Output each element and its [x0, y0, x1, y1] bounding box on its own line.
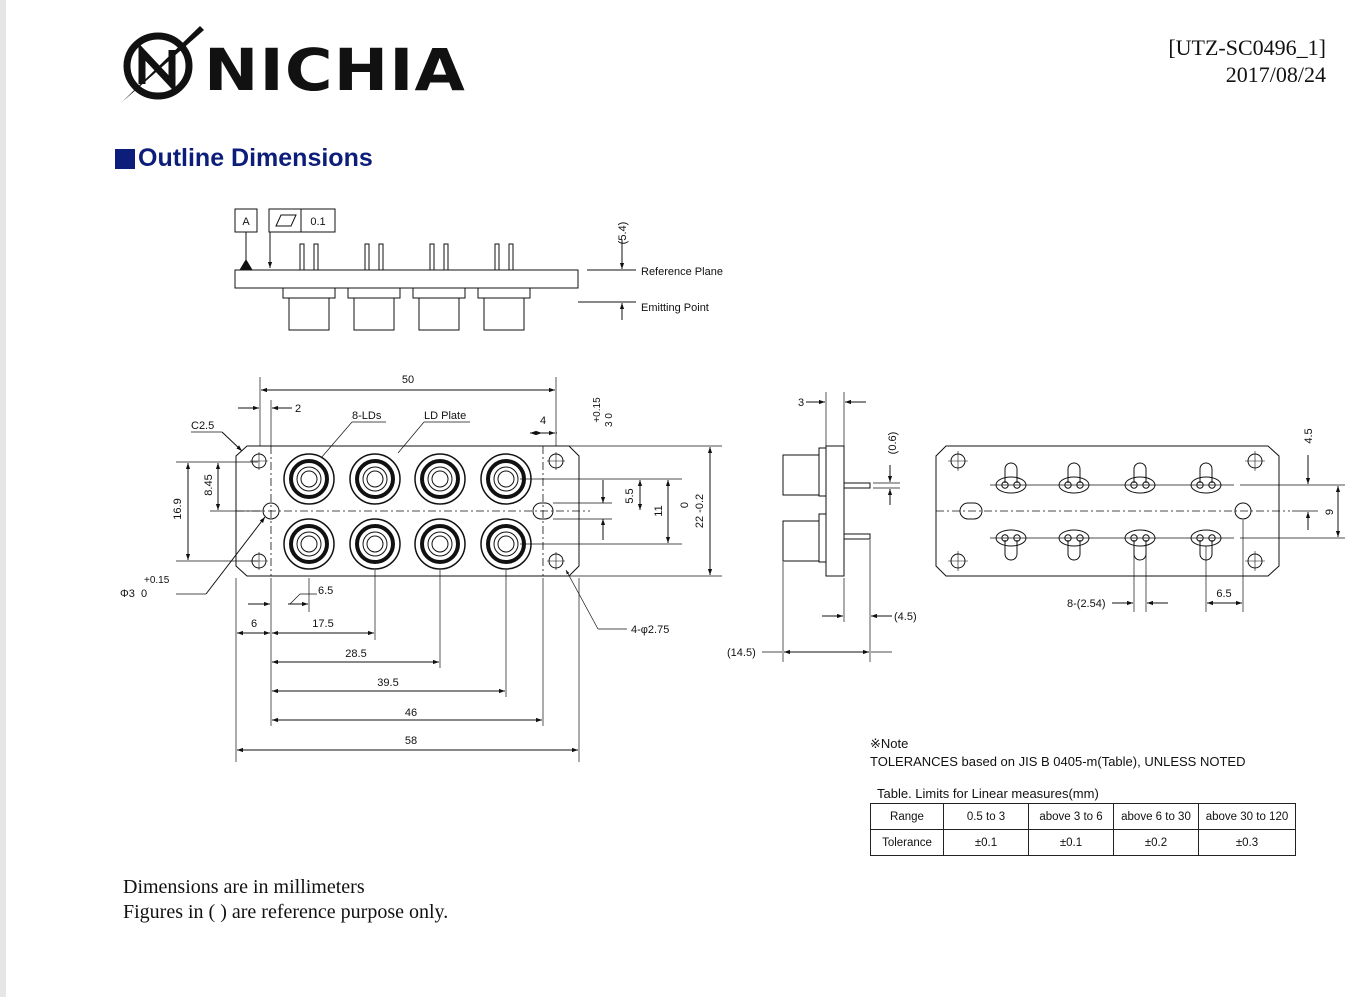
flatness-frame [268, 208, 336, 233]
end-view: 3 (0.6) (4.5) (14.5) [727, 392, 917, 662]
table-row: Range 0.5 to 3 above 3 to 6 above 6 to 3… [870, 803, 1296, 830]
label-reference-plane: Reference Plane [641, 266, 723, 278]
tolerance-table-title: Table. Limits for Linear measures(mm) [877, 786, 1099, 801]
dim-end-3: 3 [798, 397, 804, 409]
dim-2: 2 [295, 403, 301, 415]
mounting-holes [250, 452, 565, 570]
table-cell: ±0.2 [1113, 829, 1199, 856]
tolerance-note: ※Note TOLERANCES based on JIS B 0405-m(T… [870, 735, 1245, 771]
section-title: Outline Dimensions [115, 144, 373, 173]
dim-46: 46 [405, 707, 417, 719]
dim-22-lower: 22 -0.2 [694, 494, 706, 528]
document-id: [UTZ-SC0496_1] [1168, 35, 1326, 60]
datum-a-label: A [242, 216, 250, 228]
dim-17-5: 17.5 [312, 618, 333, 630]
label-c25: C2.5 [191, 420, 214, 432]
dim-39-5: 39.5 [377, 677, 398, 689]
label-ld-plate: LD Plate [424, 410, 466, 422]
document-header: [UTZ-SC0496_1] 2017/08/24 [1168, 34, 1326, 88]
note-line: TOLERANCES based on JIS B 0405-m(Table),… [870, 754, 1246, 769]
dim-phi-tol: +0.15 [144, 575, 170, 586]
table-cell: above 30 to 120 [1198, 803, 1296, 830]
table-header-tolerance: Tolerance [870, 829, 944, 856]
table-cell: ±0.1 [1028, 829, 1114, 856]
table-cell: 0.5 to 3 [943, 803, 1029, 830]
datum-triangle [239, 259, 253, 271]
end-plate [825, 445, 845, 577]
back-plate-outline [935, 445, 1280, 577]
footer-notes: Dimensions are in millimeters Figures in… [123, 875, 448, 925]
dim-5-5: 5.5 [624, 488, 636, 503]
laser-diodes [283, 453, 532, 570]
logo-emblem-ring [123, 32, 193, 100]
side-pins [299, 243, 514, 271]
page-left-edge [0, 0, 6, 997]
tolerance-table: Range 0.5 to 3 above 3 to 6 above 6 to 3… [870, 803, 1296, 856]
back-pins [995, 462, 1222, 561]
dim-58: 58 [405, 735, 417, 747]
dim-16-9: 16.9 [172, 498, 184, 519]
section-bullet [115, 148, 135, 169]
back-holes [948, 451, 1265, 571]
back-view: 4.5 9 8-(2.54) 6.5 [935, 428, 1345, 612]
logo-emblem-bolt [122, 26, 204, 102]
label-emitting-point: Emitting Point [641, 302, 709, 314]
table-cell: ±0.1 [943, 829, 1029, 856]
table-cell: above 6 to 30 [1113, 803, 1199, 830]
flatness-value: 0.1 [310, 216, 325, 228]
dim-22-upper: 0 [679, 502, 691, 508]
dim-end-14-5: (14.5) [727, 647, 756, 659]
dim-back-pitch: 8-(2.54) [1067, 598, 1106, 610]
dim-6-5: 6.5 [318, 585, 333, 597]
side-plate [234, 269, 579, 289]
dim-phi3: Φ3 0 [120, 588, 147, 600]
table-cell: above 3 to 6 [1028, 803, 1114, 830]
side-caps [282, 287, 531, 331]
dim-back-9: 9 [1324, 509, 1336, 515]
dim-back-4-5: 4.5 [1303, 428, 1315, 443]
document-date: 2017/08/24 [1225, 62, 1326, 87]
dim-50: 50 [402, 374, 414, 386]
logo-wordmark: NICHIA [204, 36, 466, 104]
section-title-text: Outline Dimensions [138, 144, 373, 172]
nichia-logo: NICHIA [122, 26, 466, 104]
dim-height-ref: (5.4) [617, 222, 629, 245]
table-row: Tolerance ±0.1 ±0.1 ±0.2 ±0.3 [870, 829, 1296, 856]
flatness-icon [275, 214, 297, 227]
dim-end-0-6: (0.6) [887, 432, 899, 455]
dim-4-holes: 4-φ2.75 [631, 624, 669, 636]
dim-back-6-5: 6.5 [1216, 588, 1231, 600]
label-8-lds: 8-LDs [352, 410, 382, 422]
table-cell: ±0.3 [1198, 829, 1296, 856]
dim-slot-tol-upper: +0.15 [592, 397, 603, 423]
table-header-range: Range [870, 803, 944, 830]
footer-units: Dimensions are in millimeters [123, 876, 365, 898]
side-view: A 0.1 (5.4) Reference Plane Emitting Poi… [234, 208, 723, 331]
dim-slot-tol-base: 3 0 [604, 413, 615, 427]
dim-end-4-5: (4.5) [894, 611, 917, 623]
dim-11: 11 [653, 505, 665, 516]
front-view: 50 2 8-LDs LD Plate 4 +0.15 3 0 C2.5 16.… [120, 374, 722, 762]
note-heading: ※Note [870, 736, 909, 751]
dim-28-5: 28.5 [345, 648, 366, 660]
dim-8-45: 8.45 [203, 474, 215, 495]
footer-reference: Figures in ( ) are reference purpose onl… [123, 901, 449, 923]
dim-4: 4 [540, 415, 546, 427]
dim-6: 6 [251, 618, 257, 630]
